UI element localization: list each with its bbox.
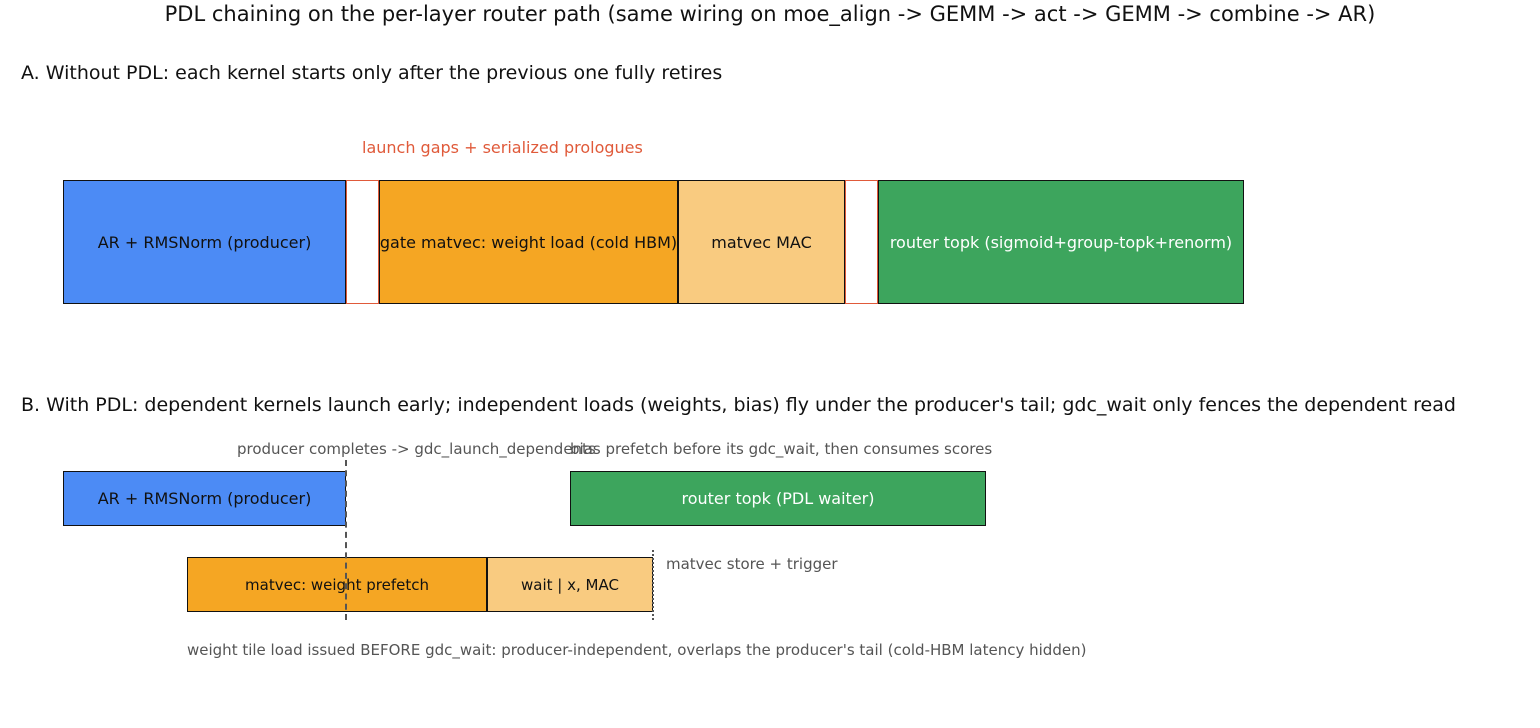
a-producer-label: AR + RMSNorm (producer) (97, 232, 312, 252)
a-matvec-mac-label: matvec MAC (711, 232, 812, 252)
a-router-topk-box: router topk (sigmoid+group-topk+renorm) (878, 180, 1244, 304)
launch-gap-note: launch gaps + serialized prologues (362, 138, 643, 157)
weight-tile-note: weight tile load issued BEFORE gdc_wait:… (187, 641, 1087, 659)
section-a-heading: A. Without PDL: each kernel starts only … (21, 62, 723, 84)
a-producer-box: AR + RMSNorm (producer) (63, 180, 346, 304)
b-router-label: router topk (PDL waiter) (681, 489, 875, 508)
a-router-topk-label: router topk (sigmoid+group-topk+renorm) (889, 232, 1233, 252)
matvec-store-marker (652, 550, 654, 620)
b-wait-mac-label: wait | x, MAC (521, 575, 619, 594)
a-matvec-mac-box: matvec MAC (678, 180, 845, 304)
a-gate-matvec-label: gate matvec: weight load (cold HBM) (379, 232, 678, 252)
b-weight-prefetch-label: matvec: weight prefetch (245, 575, 429, 594)
b-producer-label: AR + RMSNorm (producer) (97, 489, 312, 508)
a-gate-matvec-box: gate matvec: weight load (cold HBM) (379, 180, 678, 304)
b-weight-prefetch-box: matvec: weight prefetch (187, 557, 487, 612)
b-wait-mac-box: wait | x, MAC (487, 557, 653, 612)
bias-prefetch-note: bias prefetch before its gdc_wait, then … (570, 440, 993, 458)
producer-complete-marker (345, 460, 347, 620)
a-launch-gap-2 (845, 180, 878, 304)
b-router-box: router topk (PDL waiter) (570, 471, 986, 526)
producer-complete-note: producer completes -> gdc_launch_depende… (237, 440, 596, 458)
b-producer-box: AR + RMSNorm (producer) (63, 471, 346, 526)
a-launch-gap-1 (346, 180, 379, 304)
diagram-title: PDL chaining on the per-layer router pat… (164, 2, 1376, 26)
section-b-heading: B. With PDL: dependent kernels launch ea… (21, 394, 1456, 416)
matvec-store-note: matvec store + trigger (666, 555, 838, 573)
